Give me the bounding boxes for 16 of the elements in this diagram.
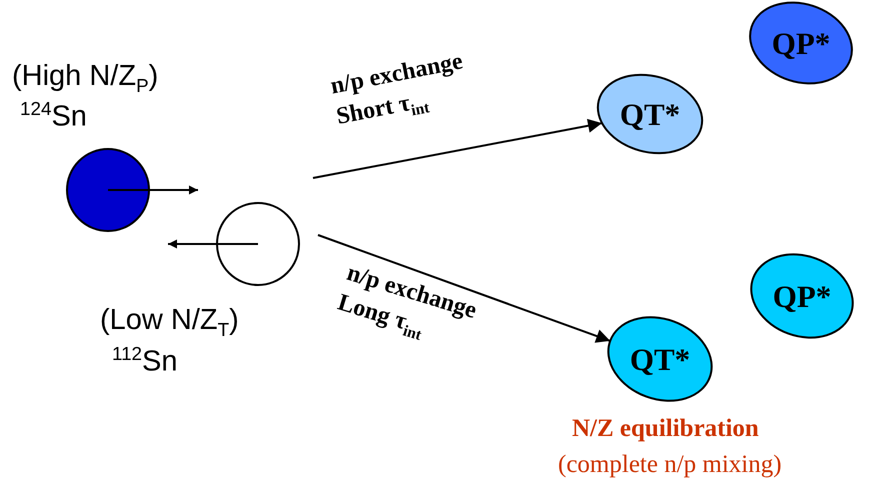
arrow bbox=[312, 118, 602, 179]
fragment-ellipse bbox=[594, 73, 706, 155]
projectile-nucleus-circle bbox=[64, 146, 152, 234]
fragment-label: QP* bbox=[772, 280, 832, 312]
arrow bbox=[318, 234, 611, 343]
target-nucleus-circle bbox=[214, 200, 302, 288]
nucleus-label: $^{124}$Sn bbox=[20, 100, 87, 132]
note-text: (complete n/p mixing) bbox=[558, 452, 782, 477]
note-text: N/Z equilibration bbox=[572, 416, 759, 441]
nucleus-label: $^{112}$Sn bbox=[112, 345, 178, 377]
nucleus-label: (High N/Z$_{P}$) bbox=[12, 62, 158, 96]
fragment-ellipse bbox=[746, 1, 856, 85]
fragment-label: QP* bbox=[772, 28, 830, 58]
nucleus-label: (Low N/Z$_{T}$) bbox=[100, 306, 239, 340]
fragment-label: QT* bbox=[630, 344, 690, 374]
fragment-label: QT* bbox=[620, 98, 680, 130]
